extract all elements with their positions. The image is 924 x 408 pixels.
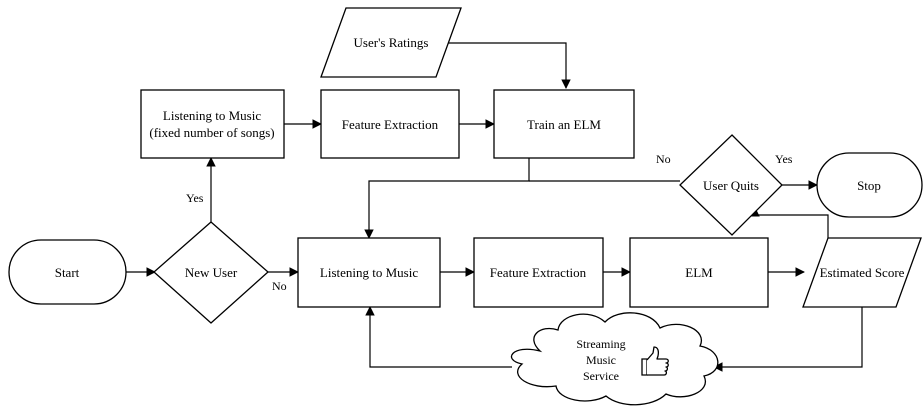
- train-elm-process[interactable]: Train an ELM: [493, 89, 635, 159]
- edge-ratings-to-train: [448, 42, 571, 89]
- new-user-label: New User: [185, 265, 238, 280]
- elm-label: ELM: [685, 265, 713, 280]
- thumbs-up-icon: [641, 346, 669, 376]
- new-user-yes-label: Yes: [186, 191, 204, 205]
- listening-fixed-label-line2: (fixed number of songs): [149, 125, 274, 140]
- users-ratings-label: User's Ratings: [354, 35, 429, 50]
- feature-extraction-top-process[interactable]: Feature Extraction: [320, 89, 460, 159]
- start-terminal[interactable]: Start: [8, 239, 127, 305]
- train-elm-label: Train an ELM: [527, 117, 601, 132]
- listening-fixed-label-line1: Listening to Music: [163, 108, 261, 123]
- streaming-label-line2: Music: [586, 353, 616, 367]
- stop-label: Stop: [857, 178, 881, 193]
- estimated-score-output[interactable]: Estimated Score: [802, 237, 922, 308]
- streaming-service-cloud[interactable]: Streaming Music Service: [510, 312, 719, 406]
- streaming-label-line3: Service: [583, 369, 619, 383]
- listening-process[interactable]: Listening to Music: [297, 237, 441, 308]
- estimated-score-label: Estimated Score: [820, 265, 905, 280]
- edge-score-to-quits: [750, 207, 829, 238]
- feature-extraction-bottom-process[interactable]: Feature Extraction: [473, 237, 604, 308]
- users-ratings-input[interactable]: User's Ratings: [320, 7, 462, 78]
- edge-score-to-streaming: [713, 307, 863, 372]
- user-quits-label: User Quits: [703, 178, 759, 193]
- listening-fixed-process[interactable]: Listening to Music (fixed number of song…: [140, 89, 285, 159]
- streaming-label-line1: Streaming: [576, 337, 625, 351]
- edge-train-to-listening: [364, 158, 530, 239]
- quits-no-label: No: [656, 152, 671, 166]
- user-quits-decision[interactable]: User Quits: [679, 134, 783, 236]
- feature-extraction-bottom-label: Feature Extraction: [490, 265, 587, 280]
- feature-extraction-top-label: Feature Extraction: [342, 117, 439, 132]
- new-user-decision[interactable]: New User: [153, 221, 269, 324]
- stop-terminal[interactable]: Stop: [816, 152, 923, 218]
- elm-process[interactable]: ELM: [629, 237, 769, 308]
- listening-label: Listening to Music: [320, 265, 418, 280]
- edge-streaming-to-listening: [365, 306, 512, 368]
- new-user-no-label: No: [272, 279, 287, 293]
- start-label: Start: [55, 265, 80, 280]
- quits-yes-label: Yes: [775, 152, 793, 166]
